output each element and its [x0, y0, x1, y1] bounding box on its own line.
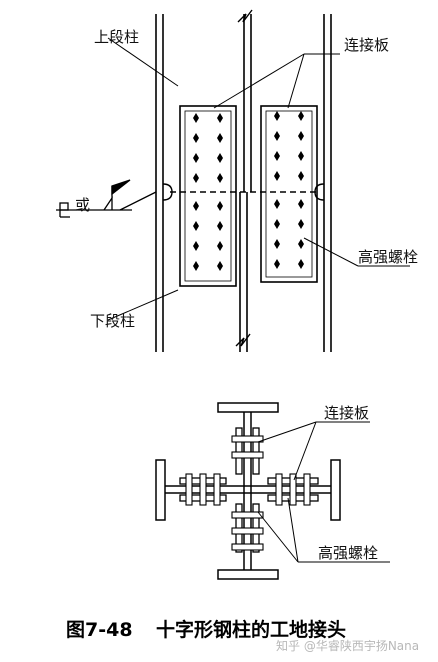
splice-plate-label-bottom: 连接板 — [324, 404, 369, 422]
splice-plate-left — [179, 105, 237, 287]
section-bolt — [199, 473, 207, 506]
splice-plate-right-inner — [265, 110, 313, 278]
column-outline — [155, 14, 332, 352]
bolt-mark — [298, 219, 304, 229]
field-weld-right — [314, 183, 325, 201]
bolt-mark — [274, 131, 280, 141]
leader-lines — [107, 37, 410, 321]
bolt-mark — [217, 221, 223, 231]
weld-symbol — [56, 179, 157, 218]
bolt-mark — [298, 131, 304, 141]
bolt-mark — [193, 133, 199, 143]
weld-symbol-text: 或 — [75, 196, 90, 214]
bolt-mark — [217, 201, 223, 211]
section-leader-lines — [257, 421, 390, 563]
splice-plate-right — [260, 105, 318, 283]
section-bolt — [231, 527, 264, 535]
figure-number: 图7-48 — [66, 619, 133, 641]
watermark: 知乎 @华睿陕西宇扬Nana — [276, 638, 419, 653]
bolt-mark — [217, 113, 223, 123]
section-bolt — [289, 473, 297, 506]
section-bolt — [231, 435, 264, 443]
splice-plate-label-top: 连接板 — [344, 36, 389, 54]
section-bolt — [231, 511, 264, 519]
bolt-mark — [274, 239, 280, 249]
bolt-mark — [193, 201, 199, 211]
bolt-mark — [298, 111, 304, 121]
section-bolt — [275, 473, 283, 506]
bolt-mark — [274, 219, 280, 229]
bolt-mark — [217, 173, 223, 183]
break-marks — [235, 9, 253, 347]
bolt-mark — [274, 171, 280, 181]
section-bolts — [185, 435, 311, 551]
bolt-mark — [193, 261, 199, 271]
bolt-mark — [217, 261, 223, 271]
column-section — [155, 402, 341, 580]
bolt-group-left — [193, 113, 223, 271]
bolt-mark — [193, 173, 199, 183]
splice-plate-left-inner — [184, 110, 232, 282]
bolt-group-right — [274, 111, 304, 269]
hs-bolt-label-bottom: 高强螺栓 — [318, 544, 378, 562]
bolt-mark — [193, 241, 199, 251]
bolt-mark — [274, 199, 280, 209]
bolt-mark — [193, 113, 199, 123]
bolt-mark — [274, 151, 280, 161]
bolt-mark — [274, 259, 280, 269]
section-bolt — [185, 473, 193, 506]
section-bolt — [231, 451, 264, 459]
cross-section-view: 连接板 高强螺栓 — [155, 402, 390, 580]
section-bolt — [231, 543, 264, 551]
lower-column-label: 下段柱 — [90, 312, 135, 330]
bolt-mark — [217, 241, 223, 251]
upper-column-label: 上段柱 — [94, 28, 139, 46]
figure-title: 十字形钢柱的工地接头 — [156, 618, 346, 641]
bolt-mark — [193, 153, 199, 163]
bolt-mark — [298, 171, 304, 181]
bolt-mark — [217, 153, 223, 163]
bolt-mark — [298, 151, 304, 161]
bolt-mark — [217, 133, 223, 143]
section-bolt — [303, 473, 311, 506]
elevation-view: 或 上段柱 下段柱 连接板 高强螺栓 — [56, 9, 418, 352]
section-bolt — [213, 473, 221, 506]
bolt-mark — [274, 111, 280, 121]
bolt-mark — [298, 239, 304, 249]
bolt-mark — [193, 221, 199, 231]
bolt-mark — [298, 199, 304, 209]
hs-bolt-label-top: 高强螺栓 — [358, 248, 418, 266]
field-weld-left — [162, 183, 173, 201]
bolt-mark — [298, 259, 304, 269]
